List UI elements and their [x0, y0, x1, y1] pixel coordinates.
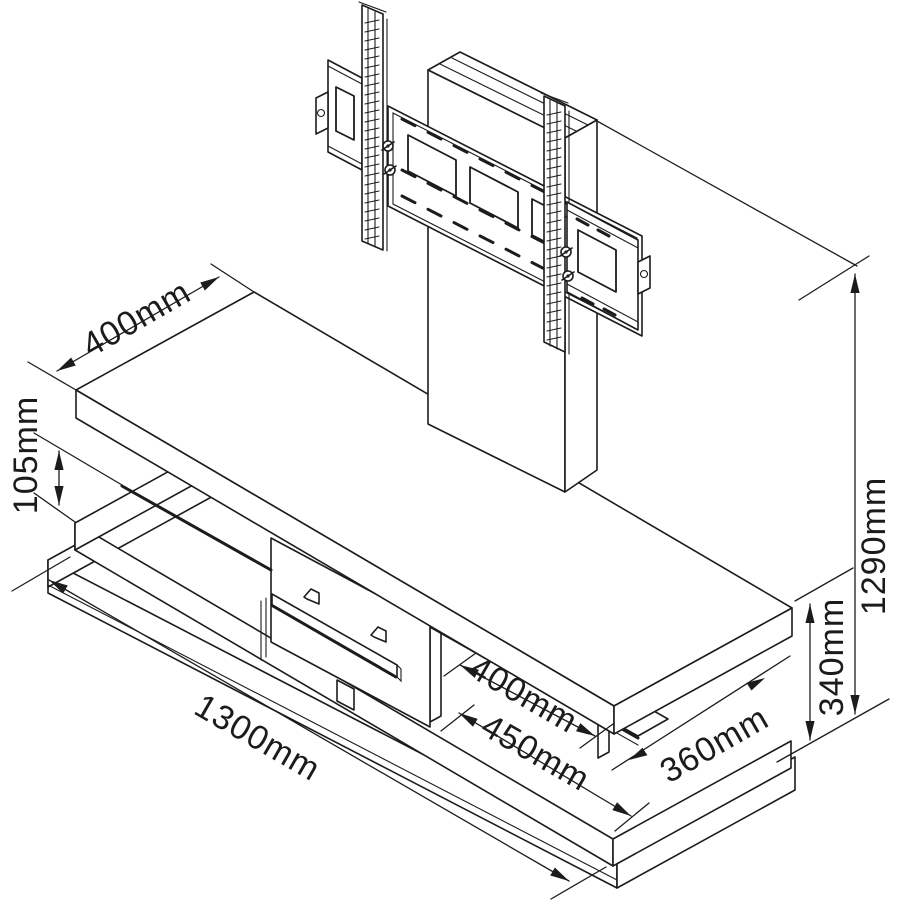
shelf-gap-slot [33, 432, 273, 572]
ear-hole [639, 269, 649, 279]
knob [383, 164, 397, 176]
plate-window [469, 166, 519, 229]
rail-ladder [546, 111, 562, 341]
dim-label: 105mm [7, 396, 45, 514]
dim-label: 1290mm [855, 477, 893, 615]
divider-panel [429, 621, 442, 723]
rail-ladder [364, 19, 380, 240]
dimension-shelf-to-base-height: 340mm [794, 567, 854, 741]
knob [559, 246, 573, 258]
bracket-left-rail [358, 1, 388, 252]
tv-bracket [315, 1, 651, 355]
bracket-knobs [381, 140, 575, 282]
bracket-right-rail [540, 92, 570, 355]
dimension-shelf-gap: 105mm [7, 396, 64, 514]
bracket-right-wing [566, 201, 651, 331]
wing-window [335, 86, 355, 141]
plate-window [407, 134, 457, 197]
ear-tab [637, 255, 651, 295]
knob [381, 140, 395, 152]
knob [561, 270, 575, 282]
dim-label: 340mm [813, 598, 851, 716]
hook-tab [315, 91, 329, 135]
hook-hole [316, 108, 326, 118]
bracket-left-wing [315, 59, 363, 171]
wing-window [577, 229, 617, 293]
dimension-overall-height: 1290mm [596, 120, 893, 763]
